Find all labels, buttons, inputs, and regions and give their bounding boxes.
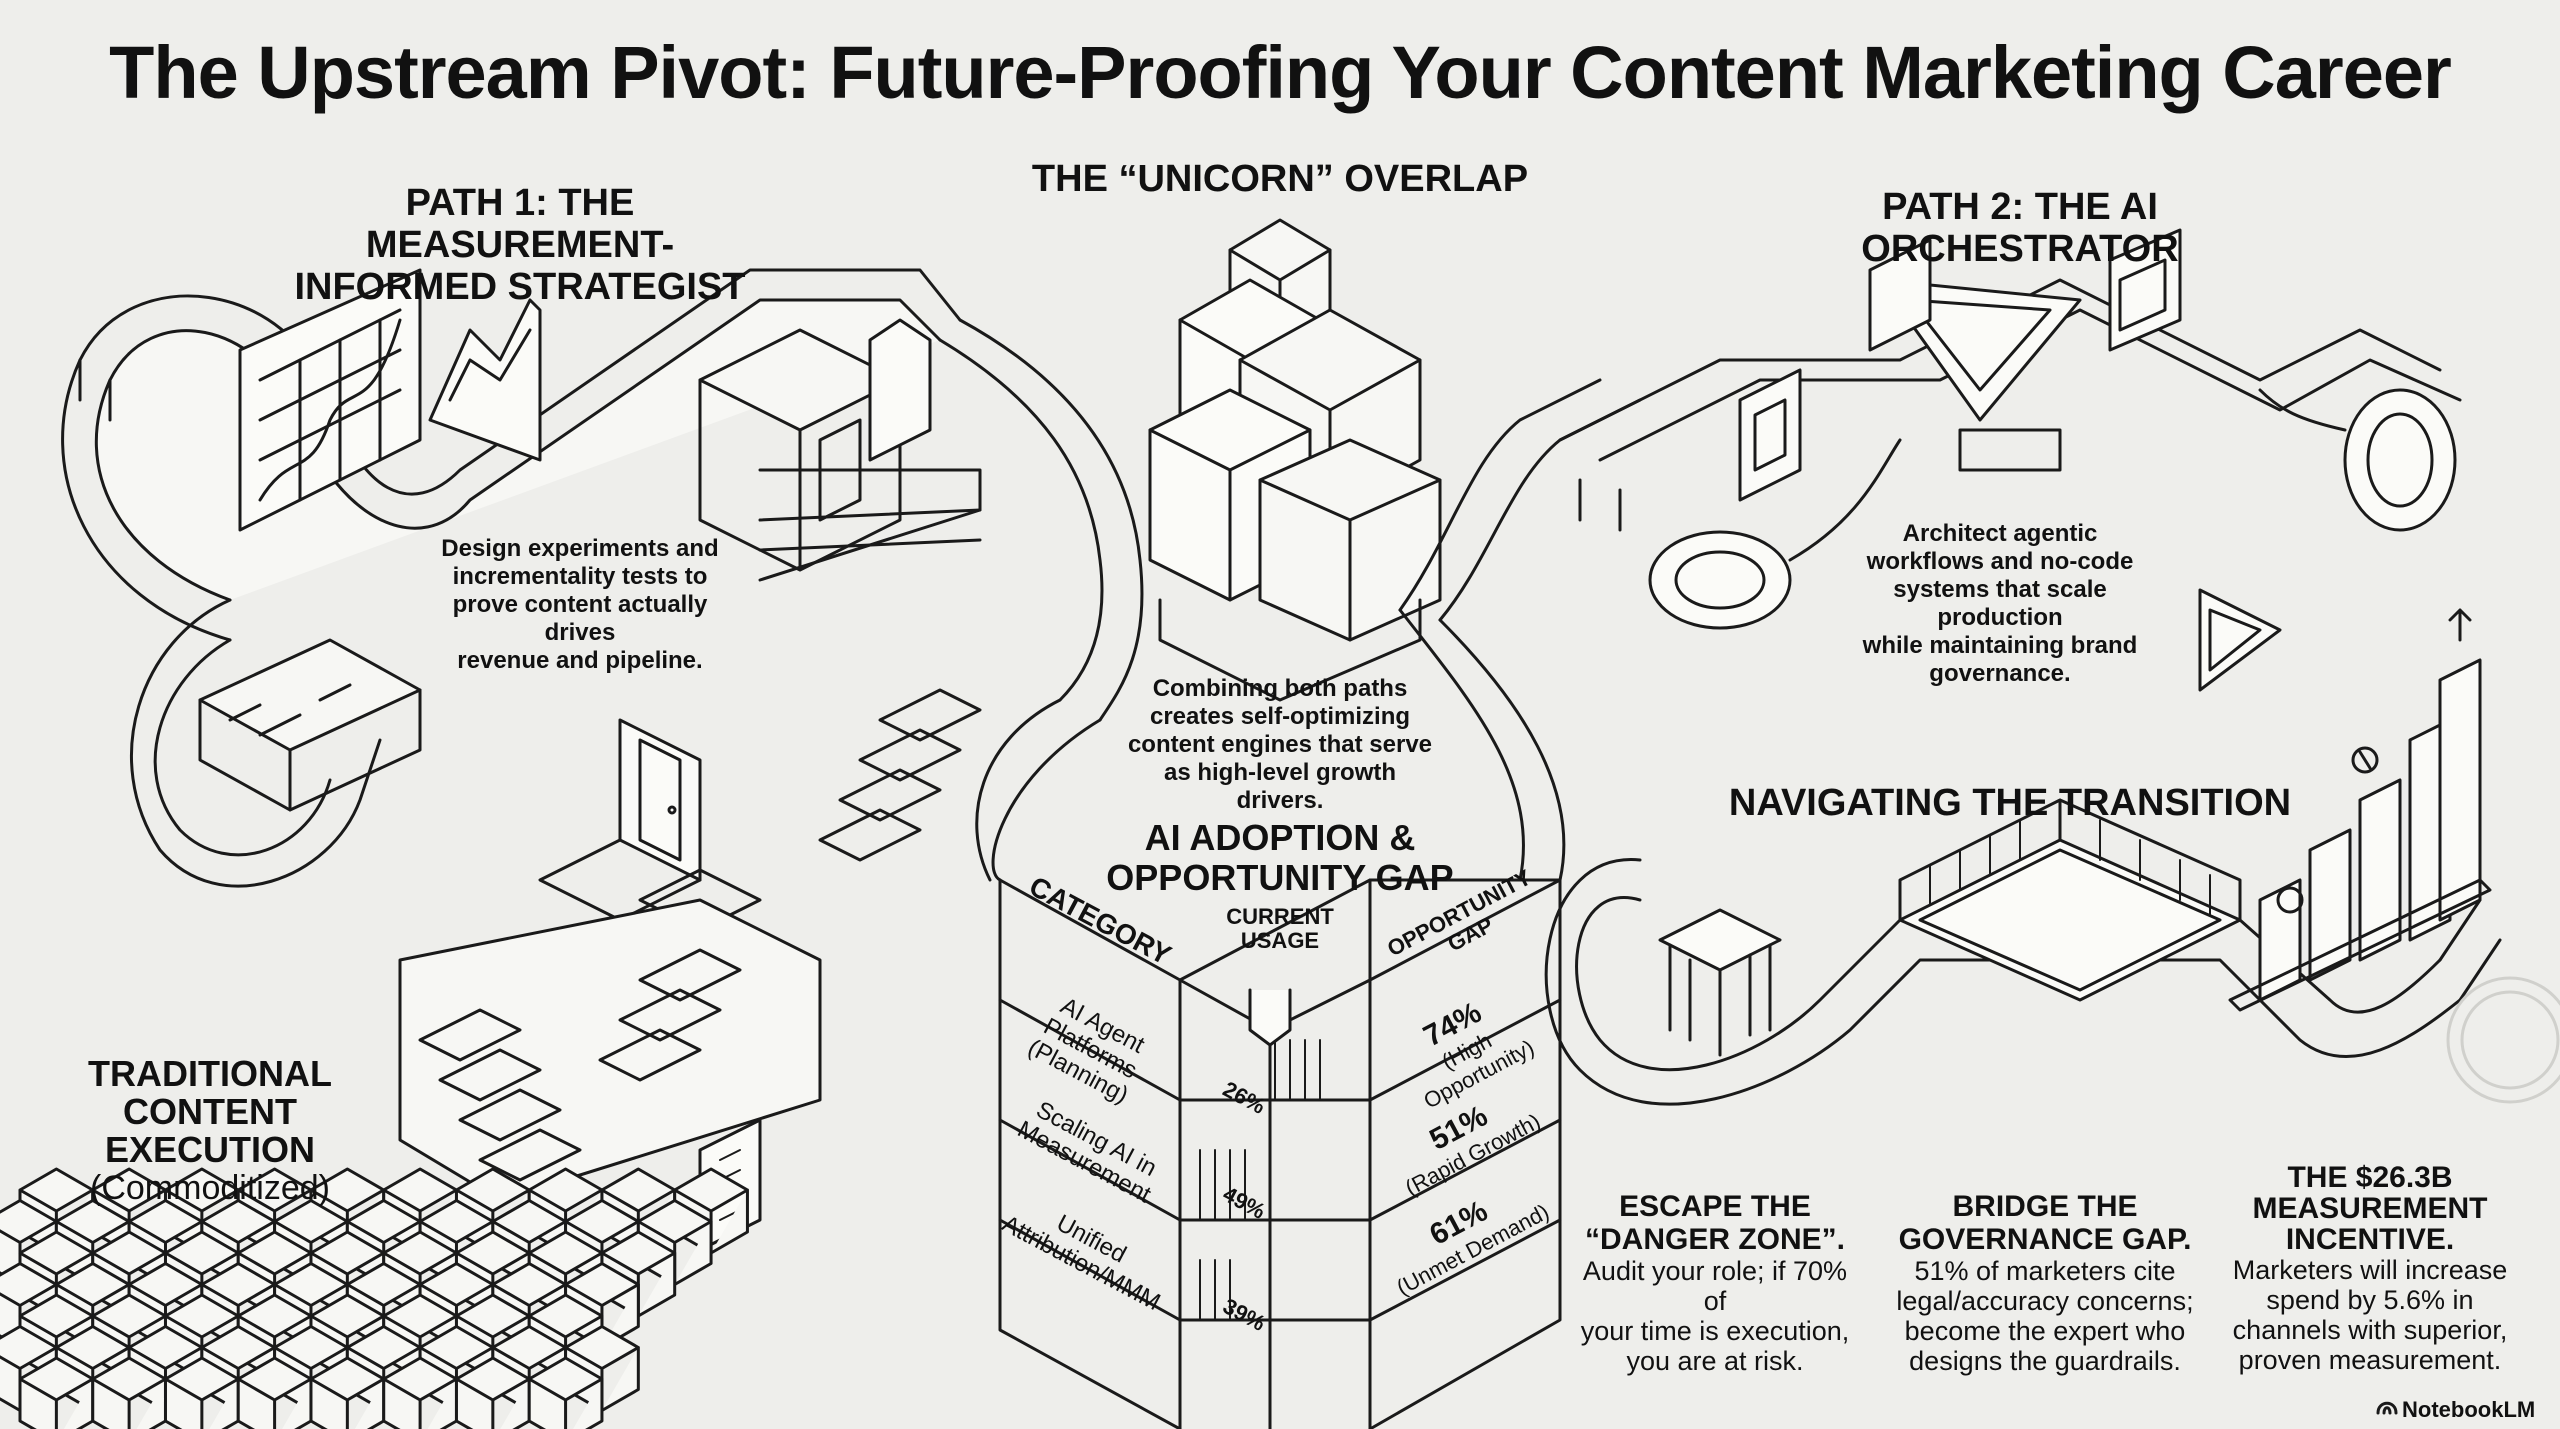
incentive-body-line: proven measurement.	[2238, 1345, 2502, 1375]
path2-description: Architect agentic workflows and no-code …	[1840, 520, 2160, 688]
path1-desc-line: prove content actually drives	[452, 591, 708, 646]
unicorn-desc-line: as high-level growth drivers.	[1163, 759, 1397, 814]
unicorn-tower	[1148, 218, 1442, 702]
incentive-heading-line: INCENTIVE.	[2285, 1223, 2455, 1256]
incentive-body-line: Marketers will increase	[2232, 1255, 2508, 1285]
transition-item-governance: BRIDGE THE GOVERNANCE GAP. 51% of market…	[1885, 1190, 2205, 1376]
path1-desc-line: incrementality tests to	[452, 563, 708, 590]
path2-desc-line: systems that scale production	[1893, 576, 2107, 631]
unicorn-description: Combining both paths creates self-optimi…	[1120, 675, 1440, 815]
bar-board-icon	[428, 298, 542, 462]
path1-desc-line: revenue and pipeline.	[457, 647, 703, 674]
corridor-room	[698, 318, 982, 582]
chain-link-icon	[1648, 388, 2457, 630]
central-road	[938, 318, 1144, 722]
governance-heading-line: BRIDGE THE	[1952, 1190, 2138, 1223]
col-usage-header: CURRENT USAGE	[1215, 905, 1345, 953]
escape-heading-line: “DANGER ZONE”.	[1584, 1223, 1845, 1256]
cube-shape	[527, 1356, 604, 1429]
traditional-line1: TRADITIONAL	[88, 1053, 332, 1094]
escape-body-line: your time is execution,	[1580, 1316, 1850, 1346]
brand-label: NotebookLM	[2402, 1397, 2536, 1422]
cube-field	[0, 1167, 749, 1429]
stairs-and-door	[398, 688, 982, 1252]
chart-board-icon	[238, 268, 422, 532]
adoption-heading: AI ADOPTION & OPPORTUNITY GAP	[1080, 818, 1480, 898]
governance-body-line: designs the guardrails.	[1909, 1346, 2181, 1376]
path1-desc-line: Design experiments and	[441, 535, 719, 562]
fence-bridge-icon	[1898, 798, 2242, 1002]
adoption-table-frame	[998, 878, 1562, 1429]
path2-heading: PATH 2: THE AI ORCHESTRATOR	[1861, 186, 2179, 270]
escape-table-icon	[1658, 908, 1782, 1057]
funnel-ribbons	[975, 378, 1642, 882]
unicorn-desc-line: Combining both paths	[1152, 675, 1408, 702]
unicorn-desc-line: creates self-optimizing	[1149, 703, 1411, 730]
adoption-heading-line2: OPPORTUNITY GAP	[1106, 857, 1454, 898]
path1-heading: PATH 1: THE MEASUREMENT- INFORMED STRATE…	[250, 182, 790, 308]
governance-body-line: 51% of marketers cite	[1914, 1256, 2176, 1286]
governance-heading-line: GOVERNANCE GAP.	[1898, 1223, 2192, 1256]
traditional-label: TRADITIONAL CONTENT EXECUTION (Commoditi…	[20, 1053, 400, 1208]
page-title: The Upstream Pivot: Future-Proofing Your…	[109, 31, 2452, 114]
path1-heading-line2: INFORMED STRATEGIST	[294, 266, 746, 308]
adoption-heading-line1: AI ADOPTION &	[1144, 817, 1416, 858]
path2-desc-line: Architect agentic	[1902, 520, 2098, 547]
notebooklm-logo-icon	[2376, 1401, 2398, 1415]
escape-body-line: you are at risk.	[1626, 1346, 1804, 1376]
incentive-body-line: channels with superior,	[2232, 1315, 2508, 1345]
seal-stamp	[2446, 976, 2560, 1104]
transition-item-incentive: THE $26.3B MEASUREMENT INCENTIVE. Market…	[2220, 1162, 2520, 1375]
path2-desc-line: governance.	[1929, 660, 2071, 687]
path2-desc-line: while maintaining brand	[1862, 632, 2138, 659]
path1-heading-line1: PATH 1: THE MEASUREMENT-	[365, 182, 675, 266]
traditional-line3: (Commoditized)	[90, 1169, 330, 1207]
governance-body-line: legal/accuracy concerns;	[1896, 1286, 2194, 1316]
unicorn-heading: THE “UNICORN” OVERLAP	[1031, 158, 1529, 200]
governance-body-line: become the expert who	[1904, 1316, 2186, 1346]
penrose-triangle-icon	[1738, 228, 2282, 692]
col-usage-line2: USAGE	[1240, 928, 1320, 953]
incentive-heading-line: THE $26.3B	[2287, 1161, 2453, 1194]
incentive-body-line: spend by 5.6% in	[2266, 1285, 2474, 1315]
growth-bars-icon	[2228, 608, 2492, 1012]
path1-description: Design experiments and incrementality te…	[420, 535, 740, 675]
traditional-line2: CONTENT EXECUTION	[104, 1091, 316, 1170]
transition-heading: NAVIGATING THE TRANSITION	[1728, 782, 2292, 824]
escape-heading-line: ESCAPE THE	[1619, 1190, 1811, 1223]
incentive-heading-line: MEASUREMENT	[2252, 1192, 2488, 1225]
path2-desc-line: workflows and no-code	[1866, 548, 2134, 575]
unicorn-desc-line: content engines that serve	[1127, 731, 1433, 758]
transition-item-escape: ESCAPE THE “DANGER ZONE”. Audit your rol…	[1570, 1190, 1860, 1376]
escape-body-line: Audit your role; if 70% of	[1582, 1256, 1848, 1316]
col-usage-line1: CURRENT	[1226, 904, 1334, 929]
